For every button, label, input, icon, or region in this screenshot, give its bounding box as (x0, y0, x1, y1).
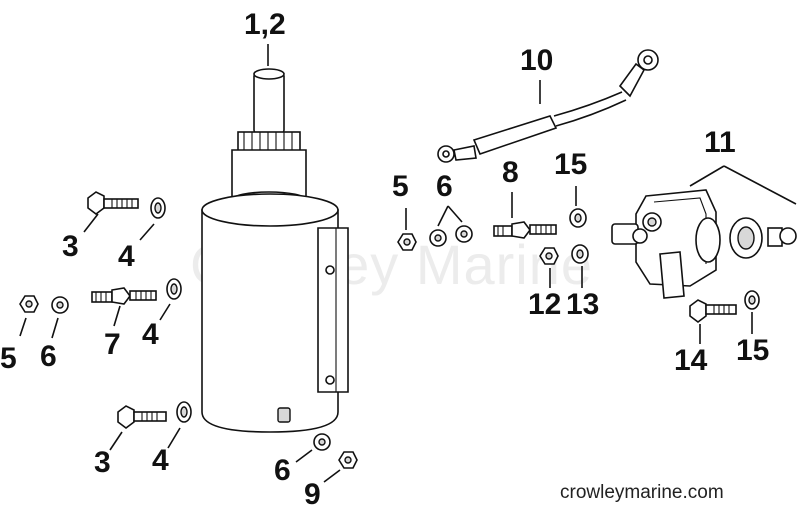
bolt-right (689, 299, 737, 323)
solenoid (611, 189, 797, 299)
callout-washer-bottom: 4 (152, 444, 169, 477)
callout-nut-center: 5 (392, 170, 409, 203)
callout-washer-right-bottom: 15 (736, 334, 770, 367)
callout-bolt-right: 14 (674, 344, 708, 377)
callout-starter: 1,2 (244, 8, 286, 41)
callout-nut-right: 12 (528, 288, 562, 321)
callout-lockwasher-bottom: 6 (274, 454, 291, 487)
callout-stud-left: 7 (104, 328, 121, 361)
callout-washer-top-left: 4 (118, 240, 135, 273)
callout-bolt-top-left: 3 (62, 230, 79, 263)
bolt-bottom (117, 405, 167, 429)
leader-lines (19, 44, 797, 483)
callout-nut-left: 5 (0, 342, 17, 375)
callout-bolt-bottom: 3 (94, 446, 111, 479)
callout-nut-bottom: 9 (304, 478, 321, 511)
callout-lockwasher-left: 6 (40, 340, 57, 373)
callout-stud-center: 8 (502, 156, 519, 189)
website-credit: crowleymarine.com (560, 482, 724, 503)
stud-center (493, 221, 557, 239)
callout-solenoid: 11 (704, 126, 736, 159)
starter-motor (201, 68, 349, 433)
callout-cable: 10 (520, 44, 554, 77)
bolt-top-left (87, 191, 139, 215)
callout-washer-mid-left: 4 (142, 318, 159, 351)
callout-lockwashers-center: 6 (436, 170, 453, 203)
battery-cable (437, 49, 659, 163)
stud-left (91, 287, 157, 305)
callout-washer-top-right: 15 (554, 148, 588, 181)
callout-washer-right: 13 (566, 288, 600, 321)
